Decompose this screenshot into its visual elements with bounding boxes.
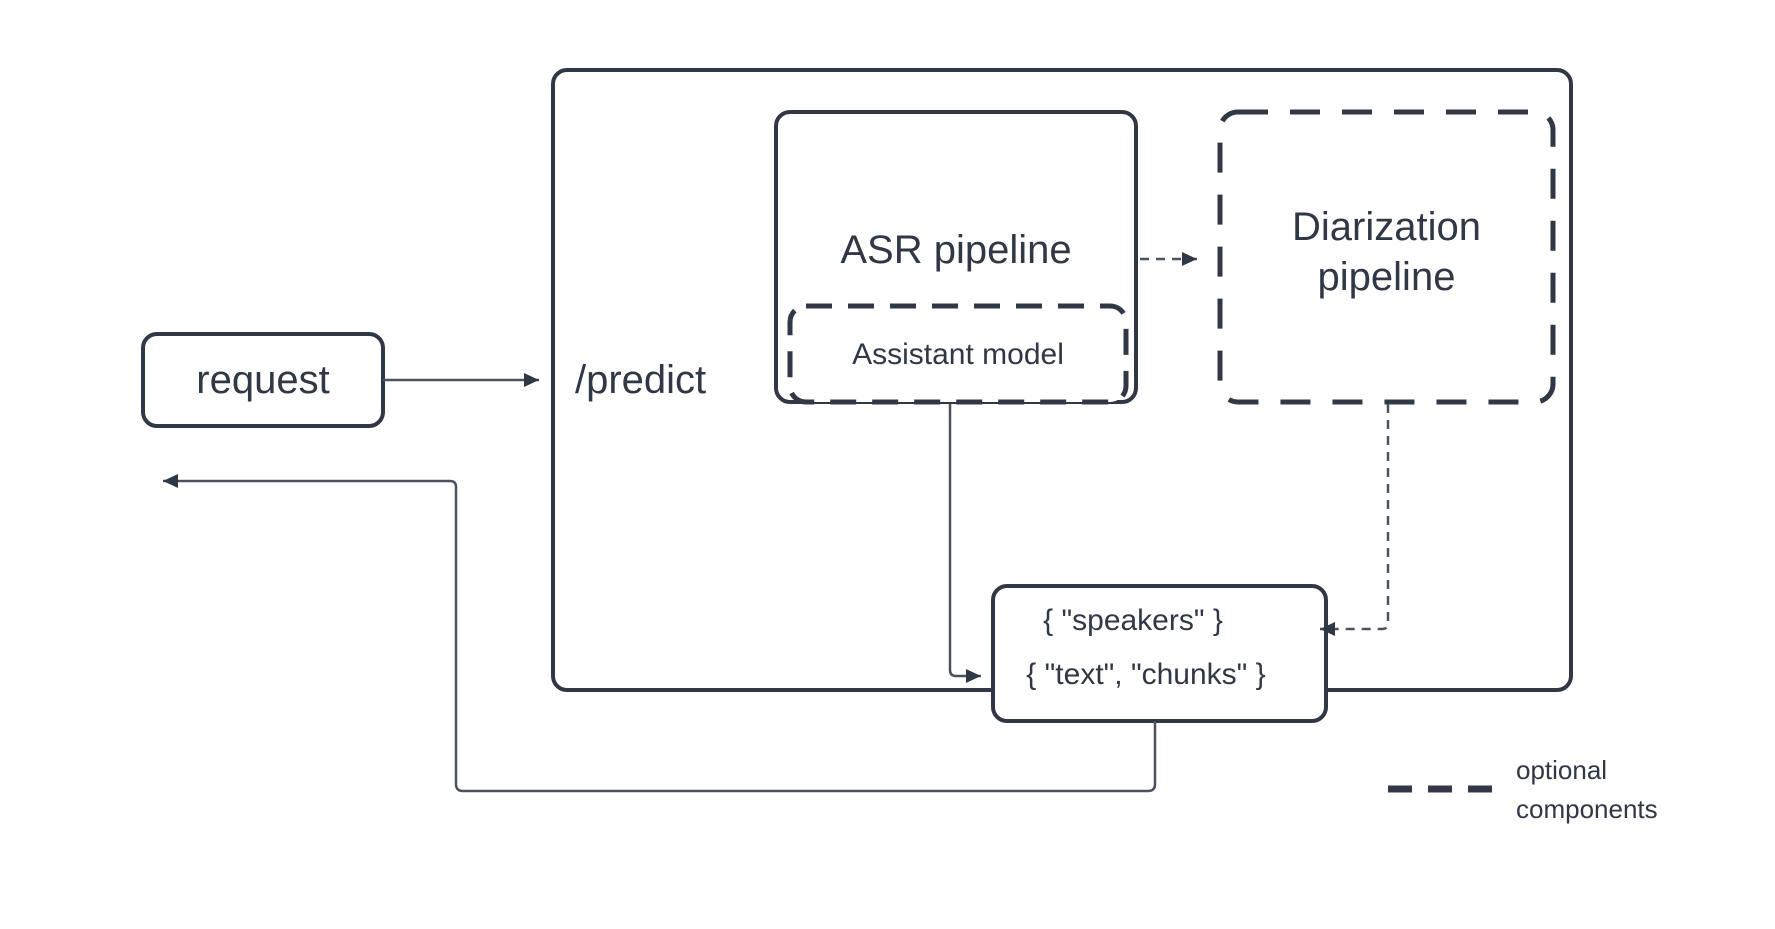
output-speakers-label: { "speakers" }	[1043, 604, 1223, 637]
diarization-pipeline-label-line2: pipeline	[1317, 255, 1456, 299]
edge-output-to-response	[163, 474, 1157, 793]
asr-pipeline-label: ASR pipeline	[840, 228, 1072, 272]
diarization-pipeline-label-line1: Diarization	[1292, 205, 1481, 249]
predict-label: /predict	[575, 358, 707, 402]
edge-diarization-to-output	[1320, 404, 1390, 636]
edge-asr-to-output	[948, 404, 981, 683]
assistant-model-box[interactable]	[787, 303, 1129, 405]
legend-label-line2: components	[1516, 794, 1658, 824]
diarization-pipeline-box[interactable]	[1217, 109, 1556, 405]
request-label: request	[196, 358, 330, 402]
assistant-model-label: Assistant model	[852, 338, 1064, 371]
legend-label-line1: optional	[1516, 755, 1608, 785]
output-text-chunks-label: { "text", "chunks" }	[1026, 658, 1266, 691]
output-json-box[interactable]	[991, 584, 1328, 723]
